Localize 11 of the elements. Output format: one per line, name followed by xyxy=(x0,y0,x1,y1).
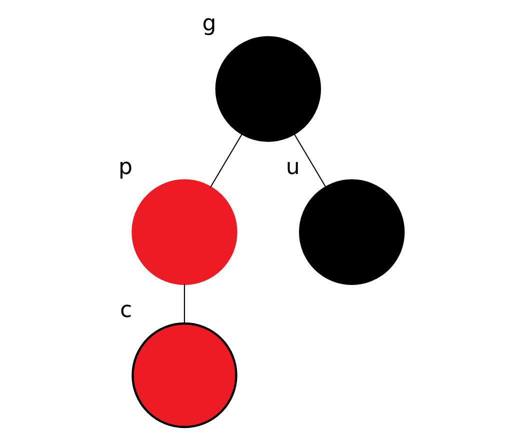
connector xyxy=(183,284,185,324)
node-label: c xyxy=(120,298,132,323)
node-circle xyxy=(214,36,321,142)
node-circle xyxy=(131,179,237,285)
connector xyxy=(210,134,242,188)
node-label: u xyxy=(285,154,300,180)
node-label: g xyxy=(202,12,216,37)
node-circle xyxy=(131,322,237,428)
connector xyxy=(293,134,326,188)
node-label: p xyxy=(118,154,132,180)
node-circle xyxy=(298,179,404,285)
